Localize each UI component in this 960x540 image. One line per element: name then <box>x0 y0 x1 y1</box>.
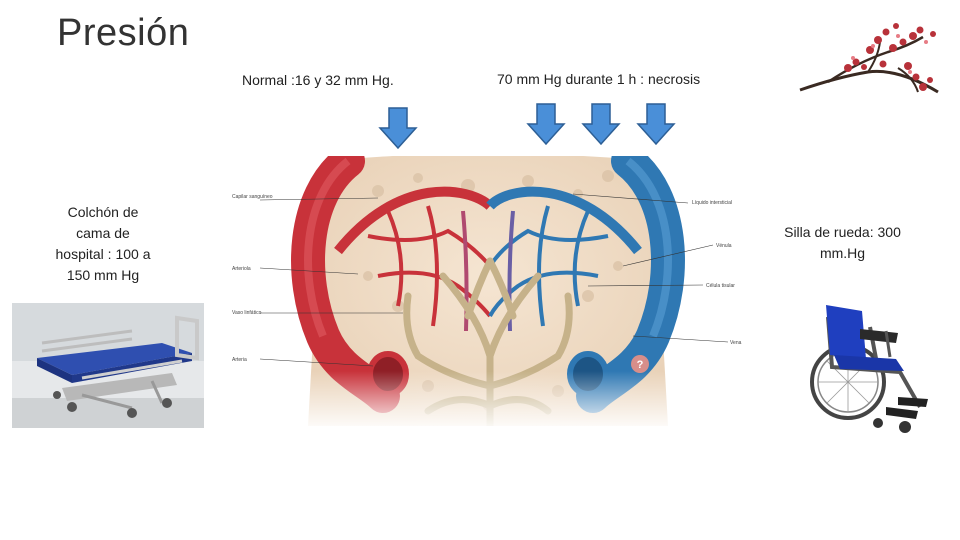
diagram-label-arteriole: Arteriola <box>232 266 251 272</box>
bed-label-line: Colchón de <box>40 202 166 223</box>
down-arrow-icon <box>378 107 418 149</box>
svg-text:?: ? <box>637 359 644 371</box>
hospital-bed-label: Colchón de cama de hospital : 100 a 150 … <box>40 202 166 286</box>
capillary-bed-diagram: ? Capilar sanguíneo Arteriola Vaso linfá… <box>228 156 748 426</box>
down-arrow-icon <box>636 103 676 145</box>
diagram-label-venule: Vénula <box>716 243 732 249</box>
hospital-bed-icon <box>12 303 204 428</box>
diagram-label-interstitial-fluid: Líquido intersticial <box>692 200 732 206</box>
diagram-label-vein: Vena <box>730 340 742 346</box>
bed-label-line: cama de <box>40 223 166 244</box>
down-arrow-icon <box>581 103 621 145</box>
wheelchair-label: Silla de rueda: 300 mm.Hg <box>765 222 920 264</box>
slide-title: Presión <box>57 12 189 55</box>
normal-pressure-label: Normal :16 y 32 mm Hg. <box>242 72 394 88</box>
necrosis-pressure-label: 70 mm Hg durante 1 h : necrosis <box>497 71 700 87</box>
wheelchair-label-line: Silla de rueda: 300 <box>765 222 920 243</box>
cherry-blossom-icon <box>798 22 940 102</box>
bed-label-line: hospital : 100 a <box>40 244 166 265</box>
wheelchair-icon <box>800 297 948 445</box>
bed-label-line: 150 mm Hg <box>40 265 166 286</box>
diagram-label-artery: Arteria <box>232 357 247 363</box>
diagram-label-capillary: Capilar sanguíneo <box>232 194 273 200</box>
down-arrow-icon <box>526 103 566 145</box>
diagram-label-lymph-vessel: Vaso linfático <box>232 310 262 316</box>
diagram-label-tissue-cell: Célula tisular <box>706 283 735 289</box>
wheelchair-label-line: mm.Hg <box>765 243 920 264</box>
